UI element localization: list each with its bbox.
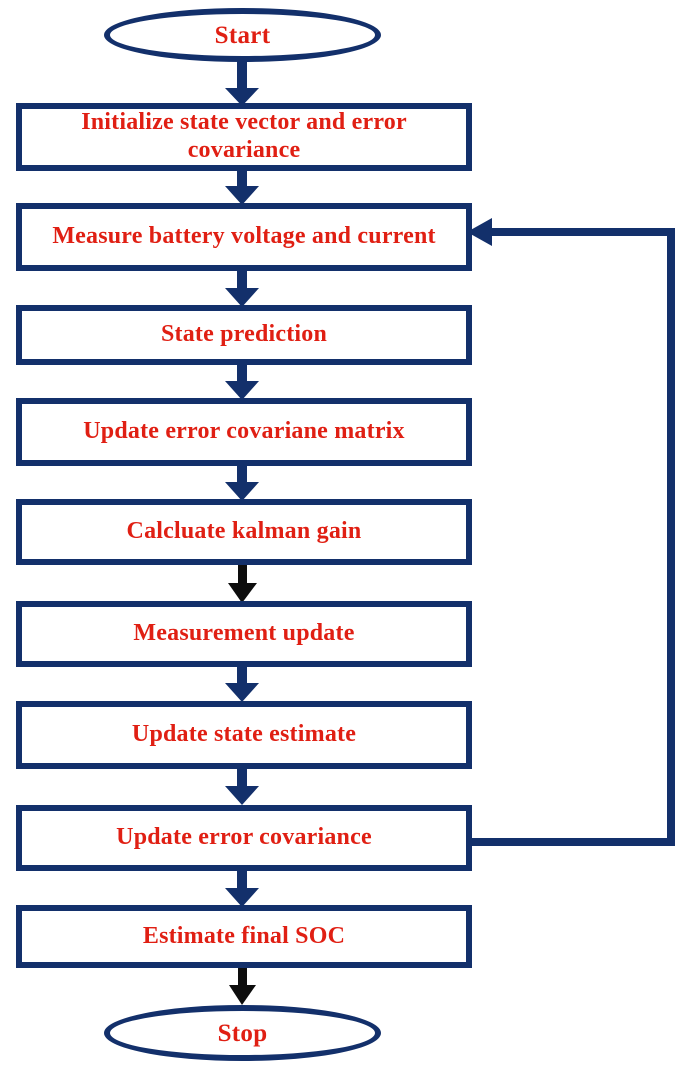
edge-feedback-updatecov2-to-measure bbox=[467, 218, 675, 846]
node-stop-label: Stop bbox=[217, 1019, 268, 1047]
edge-finalsoc-to-stop bbox=[229, 966, 256, 1005]
edge-start-to-init bbox=[225, 58, 259, 106]
node-update-covariance-matrix[interactable]: Update error covariane matrix bbox=[16, 398, 472, 466]
node-initialize-label: Initialize state vector and error covari… bbox=[81, 109, 407, 163]
node-measurement-update[interactable]: Measurement update bbox=[16, 601, 472, 667]
node-update-state-estimate[interactable]: Update state estimate bbox=[16, 701, 472, 769]
edge-measupdate-to-stateest bbox=[225, 665, 259, 702]
node-start[interactable]: Start bbox=[104, 8, 381, 62]
node-update-covariance-matrix-label: Update error covariane matrix bbox=[83, 418, 405, 445]
node-state-prediction[interactable]: State prediction bbox=[16, 305, 472, 365]
edge-measure-to-predict bbox=[225, 268, 259, 307]
edge-updatecov2-to-finalsoc bbox=[225, 869, 259, 907]
node-measurement-update-label: Measurement update bbox=[133, 620, 355, 647]
node-calculate-kalman-gain[interactable]: Calcluate kalman gain bbox=[16, 499, 472, 565]
node-estimate-final-soc-label: Estimate final SOC bbox=[142, 922, 346, 949]
node-update-error-covariance-label: Update error covariance bbox=[116, 824, 372, 851]
node-update-error-covariance[interactable]: Update error covariance bbox=[16, 805, 472, 871]
edge-init-to-measure bbox=[225, 168, 259, 205]
edge-updatecov1-to-gain bbox=[225, 463, 259, 501]
node-estimate-final-soc[interactable]: Estimate final SOC bbox=[16, 905, 472, 968]
node-measure-label: Measure battery voltage and current bbox=[52, 223, 436, 250]
node-start-label: Start bbox=[214, 21, 271, 49]
node-update-state-estimate-label: Update state estimate bbox=[131, 721, 357, 748]
node-calculate-kalman-gain-label: Calcluate kalman gain bbox=[126, 518, 362, 545]
edge-stateest-to-updatecov2 bbox=[225, 767, 259, 805]
edge-gain-to-measupdate bbox=[228, 562, 257, 603]
node-stop[interactable]: Stop bbox=[104, 1005, 381, 1061]
node-state-prediction-label: State prediction bbox=[160, 321, 328, 348]
node-measure[interactable]: Measure battery voltage and current bbox=[16, 203, 472, 271]
edge-predict-to-updatecov1 bbox=[225, 362, 259, 400]
node-initialize[interactable]: Initialize state vector and error covari… bbox=[16, 103, 472, 171]
